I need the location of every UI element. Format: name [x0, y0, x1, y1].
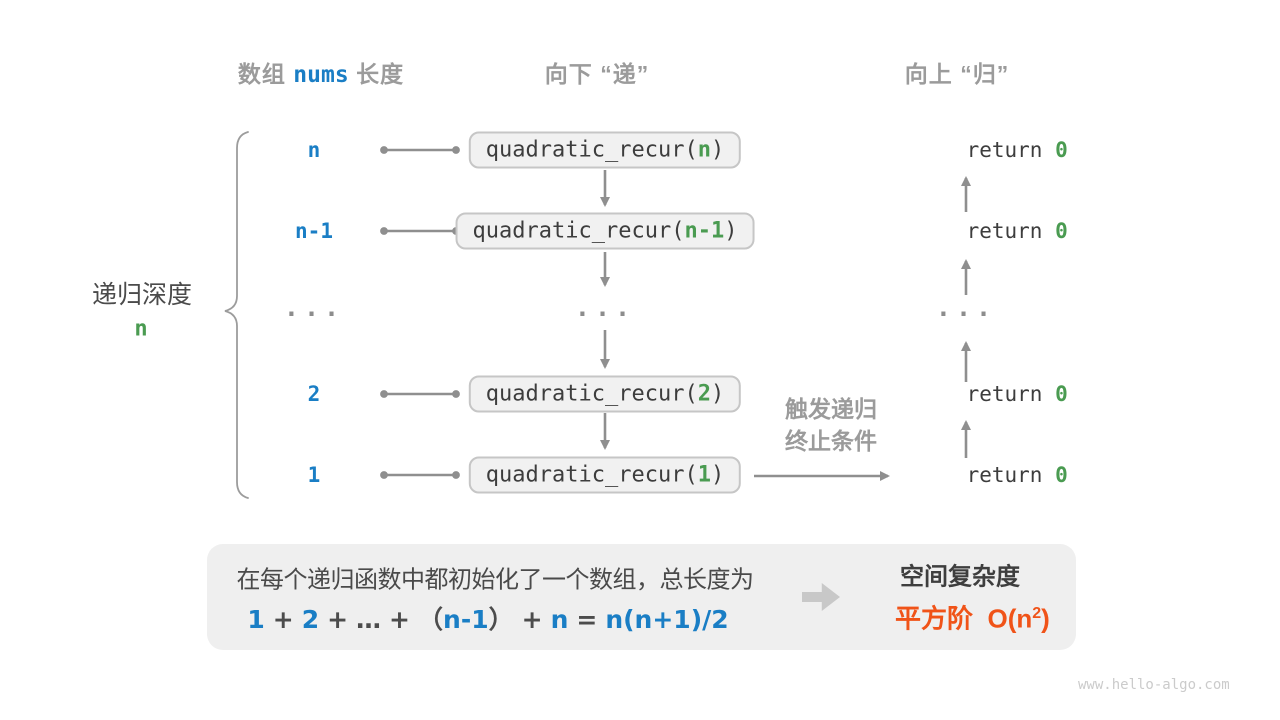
header-return-up: 向上 “归” [904, 61, 1010, 87]
summary-panel [207, 544, 1076, 650]
formula-rparen: ） [488, 605, 514, 634]
header-recurse-down: 向下 “递” [544, 61, 650, 87]
formula-plus: + [521, 605, 543, 634]
call-arg: n [697, 137, 711, 163]
row-label-ellipsis: ... [283, 293, 345, 322]
return-statement-n: return 0 [916, 114, 1068, 186]
return-value: 0 [1055, 219, 1068, 243]
row-connector-n-1 [380, 227, 460, 235]
header-array-code: nums [293, 62, 349, 88]
depth-value: n [134, 316, 148, 342]
call-box-n: quadratic_recur(n) [468, 131, 742, 169]
return-value: 0 [1055, 382, 1068, 406]
call-close: ) [710, 137, 725, 163]
header-array-post: 长度 [356, 61, 405, 87]
call-ellipsis: ... [574, 293, 636, 322]
header-array-length: 数组 nums 长度 [238, 55, 404, 89]
row-connector-n [380, 146, 460, 154]
formula-term-2: 2 [301, 605, 320, 634]
watermark: www.hello-algo.com [1078, 677, 1230, 693]
call-fn-text: quadratic_recur( [485, 462, 698, 488]
formula-plus: + [327, 605, 349, 634]
formula-lparen: （ [418, 605, 444, 634]
formula-ellipsis: … [356, 605, 382, 634]
base-case-line1: 触发递归 [785, 396, 877, 422]
call-close: ) [710, 381, 725, 407]
call-fn-text: quadratic_recur( [472, 218, 685, 244]
return-keyword: return [966, 219, 1056, 243]
call-box-n-1: quadratic_recur(n-1) [455, 212, 755, 250]
header-array-pre: 数组 [237, 61, 286, 87]
return-statement-1: return 0 [916, 439, 1068, 511]
space-order-suffix: ) [1041, 603, 1050, 634]
formula-term-n: n [550, 605, 569, 634]
call-box-1: quadratic_recur(1) [468, 456, 742, 494]
formula-result: n(n+1)/2 [605, 605, 729, 634]
return-value: 0 [1055, 138, 1068, 162]
return-statement-2: return 0 [916, 358, 1068, 430]
summary-text: 在每个递归函数中都初始化了一个数组，总长度为 [236, 566, 755, 594]
base-case-note: 触发递归 终止条件 [785, 393, 877, 457]
formula-term-1: 1 [247, 605, 265, 634]
return-keyword: return [966, 463, 1056, 487]
space-complexity-value: 平方阶 O(n2) [866, 568, 1050, 667]
return-keyword: return [966, 382, 1056, 406]
depth-label: 递归深度 [91, 281, 193, 309]
row-label-2: 2 [307, 382, 321, 406]
return-ellipsis: ... [935, 293, 997, 322]
return-keyword: return [966, 138, 1056, 162]
return-value: 0 [1055, 463, 1068, 487]
formula-plus: + [272, 605, 294, 634]
row-connector-1 [380, 471, 460, 479]
space-order-exponent: 2 [1032, 604, 1042, 622]
row-label-1: 1 [307, 463, 321, 487]
base-case-line2: 终止条件 [785, 428, 877, 454]
call-close: ) [724, 218, 738, 244]
call-close: ) [710, 462, 725, 488]
row-label-n: n [307, 138, 321, 162]
call-arg: 1 [697, 462, 711, 488]
depth-brace-icon [224, 131, 249, 499]
row-connector-2 [380, 390, 460, 398]
summary-formula: 1+2+…+（n-1）+n=n(n+1)/2 [247, 600, 728, 636]
space-order-prefix: 平方阶 O(n [895, 603, 1033, 634]
call-fn-text: quadratic_recur( [485, 137, 698, 163]
call-fn-text: quadratic_recur( [485, 381, 698, 407]
call-arg: n-1 [684, 218, 725, 244]
formula-plus: + [389, 605, 411, 634]
return-statement-n-1: return 0 [916, 195, 1068, 267]
formula-equals: = [576, 605, 598, 634]
call-box-2: quadratic_recur(2) [468, 375, 742, 413]
space-complexity-title: 空间复杂度 [900, 563, 1020, 591]
formula-term-n-1: n-1 [443, 605, 489, 634]
row-label-n-1: n-1 [295, 219, 333, 243]
call-arg: 2 [697, 381, 711, 407]
